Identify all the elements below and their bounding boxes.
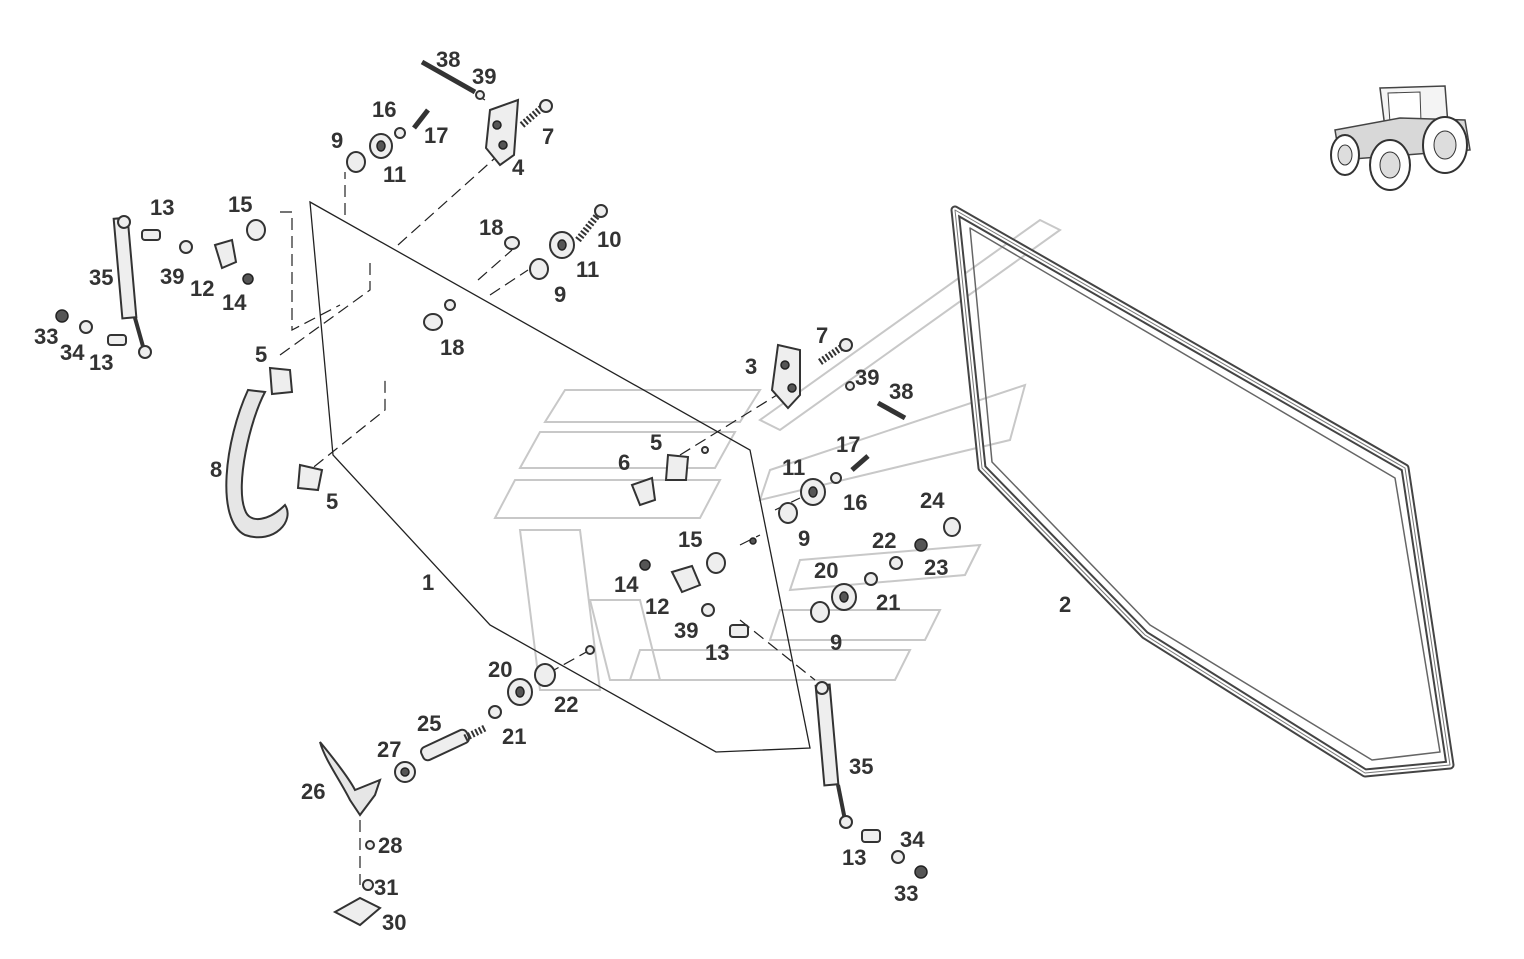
callout-24: 24 xyxy=(920,488,945,513)
callout-5: 5 xyxy=(326,489,338,514)
callout-2: 2 xyxy=(1059,592,1071,617)
callout-22: 22 xyxy=(554,692,578,717)
callout-35: 35 xyxy=(89,265,113,290)
callout-16: 16 xyxy=(843,490,867,515)
callout-18: 18 xyxy=(479,215,503,240)
callout-26: 26 xyxy=(301,779,325,804)
callout-10: 10 xyxy=(597,227,621,252)
callout-9: 9 xyxy=(554,282,566,307)
tractor-icon xyxy=(1330,85,1471,191)
callout-18: 18 xyxy=(440,335,464,360)
callout-7: 7 xyxy=(816,323,828,348)
callout-31: 31 xyxy=(374,875,398,900)
callout-1: 1 xyxy=(422,570,434,595)
callout-9: 9 xyxy=(331,128,343,153)
parts xyxy=(55,59,961,927)
callout-labels: 1 2 3 4 5 5 5 6 7 7 8 9 9 9 9 10 11 11 1… xyxy=(34,47,1071,935)
callout-22: 22 xyxy=(872,528,896,553)
callout-6: 6 xyxy=(618,450,630,475)
callout-5: 5 xyxy=(650,430,662,455)
callout-34: 34 xyxy=(900,827,925,852)
callout-23: 23 xyxy=(924,555,948,580)
callout-21: 21 xyxy=(876,590,900,615)
callout-8: 8 xyxy=(210,457,222,482)
callout-39: 39 xyxy=(160,264,184,289)
callout-11: 11 xyxy=(383,162,406,187)
callout-33: 33 xyxy=(894,881,918,906)
callout-39: 39 xyxy=(472,64,496,89)
callout-30: 30 xyxy=(382,910,406,935)
callout-13: 13 xyxy=(89,350,113,375)
callout-13: 13 xyxy=(705,640,729,665)
callout-3: 3 xyxy=(745,354,757,379)
callout-28: 28 xyxy=(378,833,402,858)
callout-15: 15 xyxy=(678,527,702,552)
callout-39: 39 xyxy=(674,618,698,643)
callout-21: 21 xyxy=(502,724,526,749)
callout-35: 35 xyxy=(849,754,873,779)
callout-5: 5 xyxy=(255,342,267,367)
callout-12: 12 xyxy=(645,594,669,619)
callout-20: 20 xyxy=(814,558,838,583)
callout-14: 14 xyxy=(222,290,247,315)
callout-11: 11 xyxy=(576,257,599,282)
callout-25: 25 xyxy=(417,711,441,736)
callout-15: 15 xyxy=(228,192,252,217)
frame-seal xyxy=(950,205,1455,778)
glass-panel xyxy=(309,200,811,753)
callout-13: 13 xyxy=(150,195,174,220)
callout-17: 17 xyxy=(836,432,860,457)
hinge-4 xyxy=(484,98,520,167)
callout-17: 17 xyxy=(424,123,448,148)
callout-4: 4 xyxy=(512,155,525,180)
callout-14: 14 xyxy=(614,572,639,597)
callout-20: 20 xyxy=(488,657,512,682)
callout-11: 11 xyxy=(782,455,805,480)
callout-16: 16 xyxy=(372,97,396,122)
callout-9: 9 xyxy=(830,630,842,655)
callout-7: 7 xyxy=(542,124,554,149)
callout-39: 39 xyxy=(855,365,879,390)
callout-12: 12 xyxy=(190,276,214,301)
callout-38: 38 xyxy=(436,47,460,72)
callout-34: 34 xyxy=(60,340,85,365)
assembly-guides xyxy=(279,84,816,885)
callout-13: 13 xyxy=(842,845,866,870)
callout-27: 27 xyxy=(377,737,401,762)
callout-38: 38 xyxy=(889,379,913,404)
callout-9: 9 xyxy=(798,526,810,551)
callout-33: 33 xyxy=(34,324,58,349)
